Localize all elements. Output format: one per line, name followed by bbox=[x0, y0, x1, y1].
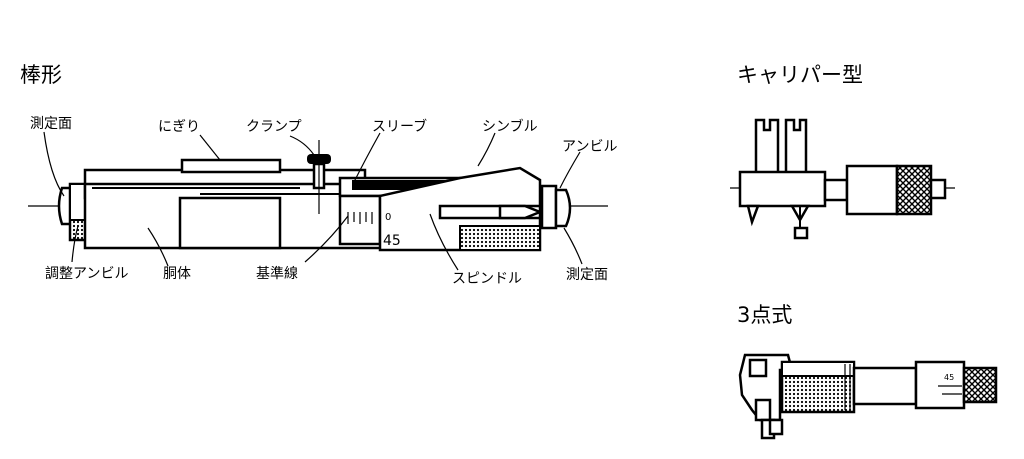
caliper-micrometer bbox=[730, 118, 955, 240]
caliper-jaw-left bbox=[754, 118, 780, 176]
label-spindle: スピンドル bbox=[452, 271, 522, 287]
heading-three-point: 3点式 bbox=[737, 303, 792, 327]
sleeve-scale-ticks bbox=[347, 212, 373, 224]
barrel-section bbox=[178, 196, 282, 250]
label-clamp: クランプ bbox=[246, 119, 302, 135]
label-sleeve: スリーブ bbox=[372, 118, 427, 135]
label-thimble: シンブル bbox=[482, 118, 538, 135]
label-reference-line: 基準線 bbox=[256, 265, 298, 282]
heading-rod-type: 棒形 bbox=[20, 63, 62, 87]
rod-micrometer: 45 0 bbox=[28, 140, 608, 252]
thimble-scale-value: 45 bbox=[383, 233, 401, 249]
caliper-body bbox=[738, 170, 827, 208]
caliper-ratchet bbox=[895, 164, 933, 216]
right-anvil-cap bbox=[554, 188, 572, 228]
label-measuring-face-left: 測定面 bbox=[30, 116, 72, 132]
three-point-micrometer: 45 bbox=[738, 353, 998, 440]
grip-block bbox=[180, 158, 282, 174]
three-point-ratchet bbox=[962, 366, 998, 404]
leader-lines bbox=[43, 131, 583, 271]
label-adjusting-anvil: 調整アンビル bbox=[45, 266, 128, 282]
three-point-scale-value: 45 bbox=[944, 373, 954, 382]
caliper-lower-knob bbox=[793, 226, 809, 240]
heading-caliper-type: キャリパー型 bbox=[737, 63, 863, 87]
label-grip: にぎり bbox=[158, 119, 200, 135]
caliper-thimble bbox=[845, 164, 899, 216]
caliper-jaw-right bbox=[784, 118, 808, 176]
thimble-knurl bbox=[459, 225, 541, 251]
label-measuring-face-right: 測定面 bbox=[566, 267, 608, 283]
three-point-thimble bbox=[914, 360, 966, 410]
svg-text:0: 0 bbox=[385, 212, 391, 223]
three-point-sleeve bbox=[852, 366, 918, 406]
right-anvil-neck bbox=[540, 184, 558, 230]
label-barrel: 胴体 bbox=[163, 266, 191, 282]
label-anvil: アンビル bbox=[562, 139, 617, 155]
